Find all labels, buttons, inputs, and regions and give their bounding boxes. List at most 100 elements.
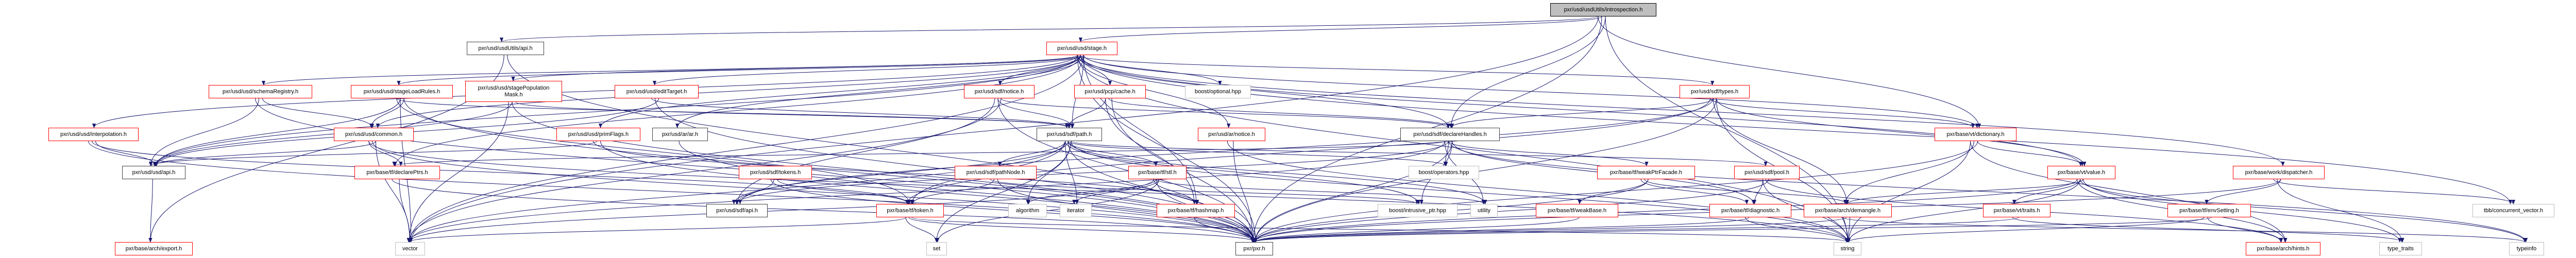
graph-node-string: string <box>1834 242 1861 255</box>
graph-node-dispatcher[interactable]: pxr/base/work/dispatcher.h <box>2233 166 2325 179</box>
edge-primFlags-to-usdApi <box>149 141 597 166</box>
graph-node-common[interactable]: pxr/usd/usd/common.h <box>334 128 414 141</box>
edge-sdfTypes-to-sdfApi <box>735 98 1714 204</box>
edge-dispatcher-to-typeTraits <box>2277 179 2404 243</box>
edge-diagnostic-to-string <box>1745 217 1849 243</box>
edge-envSetting-to-hints <box>2207 217 2283 243</box>
edge-intro-to-declHandles <box>1449 16 1606 128</box>
edge-sdfPath-to-iterator <box>1065 141 1079 204</box>
graph-node-ar-notice[interactable]: pxr/usd/ar/notice.h <box>1198 128 1265 141</box>
graph-node-prim-flags[interactable]: pxr/usd/usd/primFlags.h <box>556 128 640 141</box>
edge-schemaReg-to-usdApi <box>148 98 259 166</box>
graph-node-schema-reg[interactable]: pxr/usd/usd/schemaRegistry.h <box>209 85 312 98</box>
graph-node-sdf-notice[interactable]: pxr/usd/sdf/notice.h <box>964 85 1035 98</box>
edge-value-to-string <box>1846 179 2081 243</box>
graph-node-conc-vec: tbb/concurrent_vector.h <box>2472 204 2554 217</box>
graph-node-token[interactable]: pxr/base/tf/token.h <box>876 204 944 217</box>
edge-sdfNotice-to-pxr <box>997 98 1258 243</box>
edge-loadRules-to-token <box>396 98 911 204</box>
edge-demangle-to-pxr <box>1251 217 1846 243</box>
edge-dictionary-to-value <box>1977 141 2084 166</box>
edge-sdfTypes-to-declHandles <box>1449 98 1714 128</box>
graph-node-sdf-path[interactable]: pxr/usd/sdf/path.h <box>1037 128 1102 141</box>
edge-value-to-typeinfo <box>2080 179 2527 243</box>
edge-sdfPool-to-pxr <box>1252 179 1769 243</box>
edge-declHandles-to-pxr <box>1253 141 1452 243</box>
edge-weakPtrFacade-to-diagnostic <box>1640 179 1749 204</box>
edge-stage-to-arar <box>675 55 1084 128</box>
edge-stage-to-hashmap <box>1083 55 1198 204</box>
graph-node-algorithm: algorithm <box>1008 204 1047 217</box>
graph-node-stl[interactable]: pxr/base/tf/stl.h <box>1128 166 1187 179</box>
graph-node-sdf-types[interactable]: pxr/usd/sdf/types.h <box>1680 85 1750 98</box>
graph-node-decl-handles[interactable]: pxr/usd/sdf/declareHandles.h <box>1400 128 1500 141</box>
edge-weakPtrFacade-to-demangle <box>1644 179 1849 204</box>
graph-node-value[interactable]: pxr/base/vt/value.h <box>2047 166 2115 179</box>
edge-stl-to-algorithm <box>1026 179 1157 204</box>
graph-node-intro: pxr/usd/usdUtils/introspection.h <box>1550 3 1656 16</box>
edge-value-to-traits <box>2012 179 2081 204</box>
graph-node-pop-mask[interactable]: pxr/usd/usd/stagePopulation Mask.h <box>465 81 562 102</box>
graph-node-traits[interactable]: pxr/base/vt/traits.h <box>1983 204 2050 217</box>
edge-token-to-vector <box>408 217 906 243</box>
edge-sdfTypes-to-dictionary <box>1710 98 1975 128</box>
edge-dictionary-to-hints <box>1970 141 2287 243</box>
graph-node-path-node[interactable]: pxr/usd/sdf/pathNode.h <box>955 166 1037 179</box>
graph-node-load-rules[interactable]: pxr/usd/usd/stageLoadRules.h <box>351 85 453 98</box>
graph-node-uapi[interactable]: pxr/usd/usdUtils/api.h <box>467 42 544 55</box>
graph-node-hints[interactable]: pxr/base/arch/hints.h <box>2246 242 2320 255</box>
edge-traits-to-typeTraits <box>2012 217 2404 243</box>
edge-demangle-to-typeinfo <box>1842 217 2527 243</box>
edge-sdfNotice-to-vector <box>407 98 1002 243</box>
graph-node-env-setting[interactable]: pxr/base/tf/envSetting.h <box>2167 204 2251 217</box>
graph-node-weak-base[interactable]: pxr/base/tf/weakBase.h <box>1536 204 1618 217</box>
edge-dictionary-to-demangle <box>1843 141 1975 204</box>
graph-node-sdf-api[interactable]: pxr/usd/sdf/api.h <box>706 204 768 217</box>
edge-dictionary-to-pxr <box>1252 141 1978 243</box>
graph-node-export[interactable]: pxr/base/arch/export.h <box>115 242 193 255</box>
edge-arNotice-to-pxr <box>1233 141 1255 243</box>
edge-token-to-pxr <box>908 217 1257 243</box>
edge-stage-to-pcpCache <box>1080 55 1112 85</box>
graph-node-hashmap[interactable]: pxr/base/tf/hashmap.h <box>1157 204 1235 217</box>
graph-node-sdf-pool[interactable]: pxr/usd/sdf/pool.h <box>1734 166 1800 179</box>
edge-declPtrs-to-vector <box>399 179 412 243</box>
edge-popMask-to-sdfPath <box>515 101 1075 128</box>
edge-sdfPath-to-utility <box>1067 141 1487 204</box>
edge-intro-to-uapi <box>500 16 1599 42</box>
edge-pcpCache-to-sdfPath <box>1067 98 1106 128</box>
edge-intro-to-stage <box>1079 16 1602 42</box>
graph-node-sdf-tokens[interactable]: pxr/usd/sdf/tokens.h <box>739 166 812 179</box>
edge-token-to-set <box>905 217 939 243</box>
edge-interp-to-usdApi <box>95 141 158 166</box>
graph-node-pcp-cache[interactable]: pxr/usd/pcp/cache.h <box>1074 85 1146 98</box>
edge-stage-to-common <box>376 55 1081 128</box>
graph-node-arar[interactable]: pxr/usd/ar/ar.h <box>652 128 708 141</box>
edge-declHandles-to-typeinfo <box>1448 141 2528 243</box>
edge-stage-to-concVec <box>1080 55 2512 204</box>
graph-node-edit-target[interactable]: pxr/usd/usd/editTarget.h <box>615 85 699 98</box>
edge-stl-to-iterator <box>1072 179 1159 204</box>
graph-node-dictionary[interactable]: pxr/base/vt/dictionary.h <box>1935 128 2016 141</box>
edge-arar-to-pxr <box>679 141 1255 243</box>
graph-node-set: set <box>926 242 947 255</box>
edge-loadRules-to-pxr <box>403 98 1255 243</box>
graph-node-utility: utility <box>1470 204 1498 217</box>
edge-common-to-pxr <box>372 141 1255 243</box>
edge-common-to-vector <box>375 141 412 243</box>
graph-node-iterator: iterator <box>1060 204 1092 217</box>
graph-node-weak-ptr-facade[interactable]: pxr/base/tf/weakPtrFacade.h <box>1597 166 1695 179</box>
graph-node-interp[interactable]: pxr/usd/usd/interpolation.h <box>48 128 139 141</box>
edge-stage-to-sdfTypes <box>1077 55 1715 85</box>
graph-node-demangle[interactable]: pxr/base/arch/demangle.h <box>1804 204 1892 217</box>
graph-node-decl-ptrs[interactable]: pxr/base/tf/declarePtrs.h <box>354 166 440 179</box>
graph-node-diagnostic[interactable]: pxr/base/tf/diagnostic.h <box>1709 204 1791 217</box>
graph-node-pxr[interactable]: pxr/pxr.h <box>1235 242 1273 255</box>
graph-node-usd-api[interactable]: pxr/usd/usd/api.h <box>122 166 185 179</box>
edge-common-to-declPtrs <box>368 141 403 166</box>
edge-sdfTypes-to-token <box>905 98 1710 204</box>
edge-dictionary-to-string <box>1846 141 1971 243</box>
graph-node-stage[interactable]: pxr/usd/usd/stage.h <box>1046 42 1117 55</box>
edge-sdfPath-to-sdfApi <box>732 141 1069 204</box>
